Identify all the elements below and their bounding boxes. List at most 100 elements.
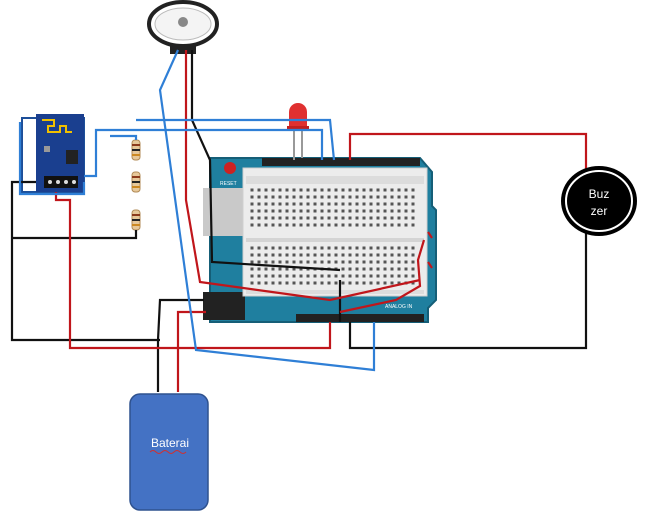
breadboard-hole [341,195,345,199]
breadboard-hole [278,223,282,227]
breadboard-hole [320,246,324,250]
breadboard-hole [306,223,310,227]
spellcheck-underline [149,450,187,454]
breadboard-hole [369,202,373,206]
breadboard-hole [292,223,296,227]
breadboard-hole [264,223,268,227]
breadboard-hole [278,253,282,257]
breadboard-hole [411,209,415,213]
breadboard-hole [348,281,352,285]
breadboard-hole [278,274,282,278]
pulse-sensor-led [178,17,188,27]
buzzer: Buz zer [561,166,637,236]
breadboard-hole [362,253,366,257]
breadboard-hole [404,195,408,199]
breadboard-hole [397,209,401,213]
breadboard-hole [271,195,275,199]
breadboard-hole [355,260,359,264]
breadboard-hole [341,274,345,278]
breadboard-hole [250,281,254,285]
breadboard-hole [299,274,303,278]
breadboard-hole [397,260,401,264]
breadboard-hole [257,274,261,278]
breadboard-hole [285,195,289,199]
breadboard-hole [411,281,415,285]
breadboard-hole [383,281,387,285]
breadboard-hole [271,267,275,271]
breadboard-hole [362,209,366,213]
breadboard-hole [411,202,415,206]
wire-black-esp-gnd [10,180,160,342]
breadboard-hole [348,202,352,206]
breadboard-hole [292,202,296,206]
breadboard-hole [285,274,289,278]
breadboard-hole [334,253,338,257]
wire-red-esp-vcc [54,192,332,350]
breadboard-hole [355,188,359,192]
breadboard-hole [369,195,373,199]
breadboard-hole [390,223,394,227]
breadboard-hole [390,260,394,264]
breadboard-hole [250,209,254,213]
esp-pin-header [44,176,78,188]
breadboard-hole [348,216,352,220]
breadboard-hole [376,188,380,192]
breadboard-hole [299,223,303,227]
breadboard-hole [327,253,331,257]
breadboard-hole [250,188,254,192]
breadboard-hole [320,188,324,192]
breadboard-hole [404,188,408,192]
breadboard-hole [306,202,310,206]
esp-chip [66,150,78,164]
breadboard-hole [355,216,359,220]
breadboard-hole [383,246,387,250]
breadboard-hole [327,223,331,227]
breadboard-hole [306,260,310,264]
breadboard-hole [292,216,296,220]
breadboard-hole [278,281,282,285]
resistor-1 [131,139,141,161]
breadboard-hole [362,188,366,192]
breadboard-hole [250,246,254,250]
breadboard-hole [320,216,324,220]
breadboard-hole [271,202,275,206]
breadboard-hole [299,195,303,199]
breadboard-hole [264,281,268,285]
breadboard-hole [285,188,289,192]
breadboard-hole [250,216,254,220]
breadboard-hole [411,216,415,220]
breadboard-hole [411,188,415,192]
breadboard-hole [362,246,366,250]
breadboard-hole [306,216,310,220]
breadboard-hole [334,274,338,278]
breadboard-hole [348,209,352,213]
breadboard-hole [369,216,373,220]
breadboard-hole [334,209,338,213]
breadboard-hole [264,195,268,199]
breadboard-hole [334,246,338,250]
breadboard-hole [355,267,359,271]
breadboard-hole [404,253,408,257]
wire-blue-resistor [110,134,138,140]
breadboard-hole [362,274,366,278]
breadboard-hole [320,260,324,264]
breadboard-hole [250,253,254,257]
breadboard-hole [313,223,317,227]
breadboard-hole [404,267,408,271]
breadboard-hole [278,202,282,206]
breadboard-hole [369,188,373,192]
analog-in-label: ANALOG IN [385,304,413,310]
breadboard-hole [390,246,394,250]
wire-red-sensor-vcc [184,50,421,302]
breadboard-hole [397,281,401,285]
breadboard-hole [397,274,401,278]
breadboard-hole [383,274,387,278]
breadboard-hole [320,209,324,213]
breadboard-hole [264,202,268,206]
breadboard-hole [376,216,380,220]
breadboard-hole [292,195,296,199]
breadboard-hole [362,202,366,206]
breadboard-hole [292,281,296,285]
breadboard-hole [278,188,282,192]
breadboard-hole [257,223,261,227]
